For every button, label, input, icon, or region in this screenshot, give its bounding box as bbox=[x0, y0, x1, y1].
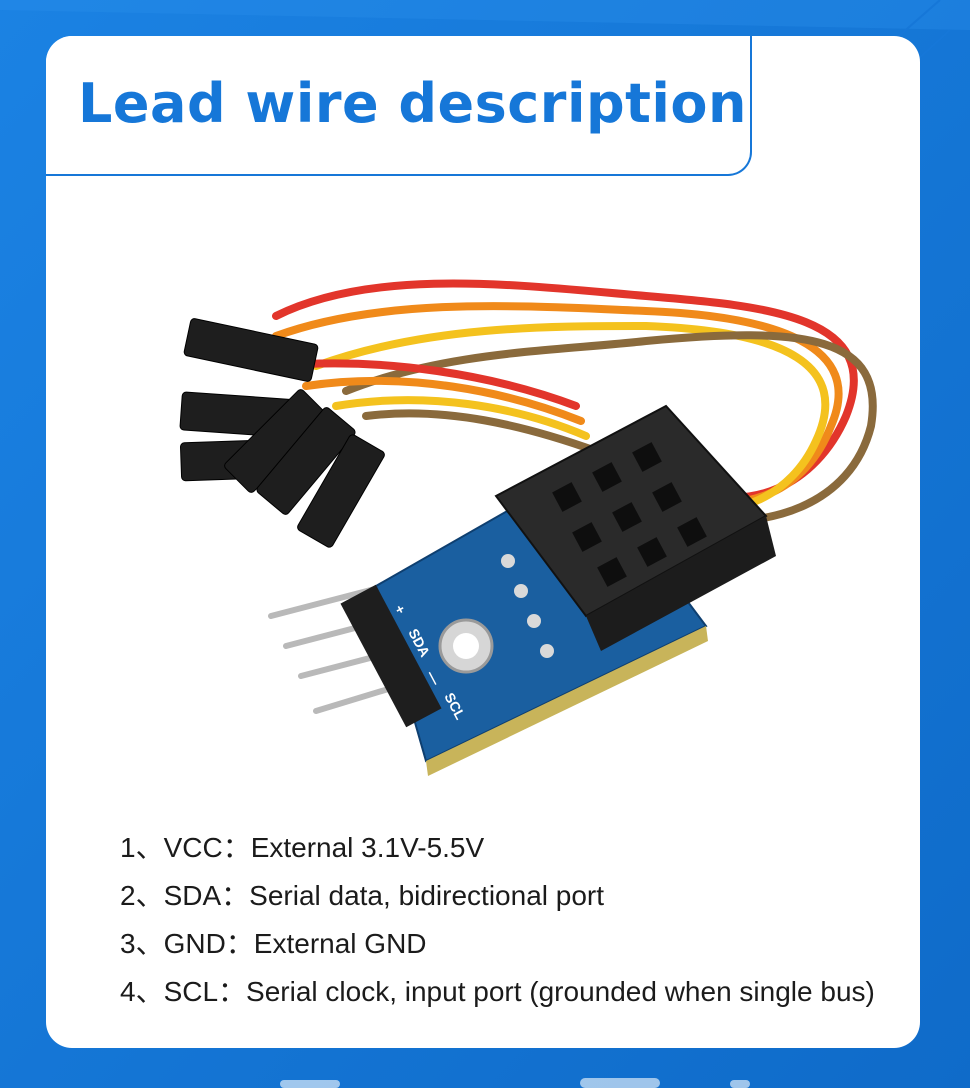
sensor-housing bbox=[494, 404, 776, 658]
sensor-module-image: + SDA — SCL bbox=[179, 279, 877, 776]
jumper-wires bbox=[272, 279, 877, 526]
list-item: 3、GND：External GND bbox=[120, 928, 427, 959]
title-tab: Lead wire description bbox=[46, 36, 752, 176]
silkscreen-pin3: — bbox=[423, 668, 444, 688]
list-item: 1、VCC：External 3.1V-5.5V bbox=[120, 832, 485, 863]
bottom-decoration bbox=[280, 1078, 750, 1088]
list-item: 4、SCL：Serial clock, input port (grounded… bbox=[120, 976, 875, 1007]
dupont-connectors bbox=[179, 318, 385, 548]
page-title: Lead wire description bbox=[78, 72, 747, 135]
pin-description-list: 1、VCC：External 3.1V-5.5V 2、SDA：Serial da… bbox=[120, 824, 875, 1016]
content-card: Lead wire description bbox=[46, 36, 920, 1048]
list-item: 2、SDA：Serial data, bidirectional port bbox=[120, 880, 605, 911]
